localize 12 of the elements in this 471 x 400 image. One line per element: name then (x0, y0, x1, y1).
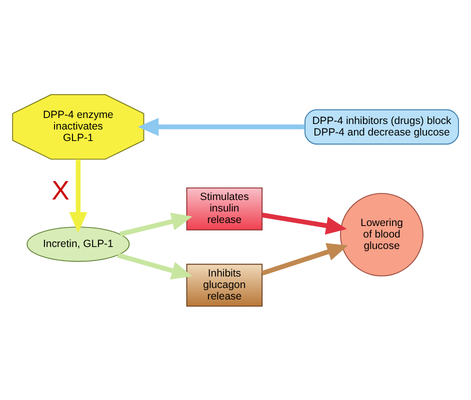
arrow (120, 212, 192, 236)
node-box: Inhibits glucagon release (186, 263, 263, 306)
arrow (69, 158, 88, 232)
edge-label: X (52, 175, 70, 206)
node-circle: Lowering of blood glucose (340, 192, 424, 276)
node-ellipse: Incretin, GLP-1 (26, 226, 130, 262)
arrow (262, 212, 347, 234)
arrow (117, 252, 192, 279)
arrow (261, 242, 348, 275)
arrow (138, 117, 305, 136)
node-box: Stimulates insulin release (186, 186, 263, 230)
node-box: DPP-4 inhibitors (drugs) block DPP-4 and decrease glucose (304, 108, 459, 144)
